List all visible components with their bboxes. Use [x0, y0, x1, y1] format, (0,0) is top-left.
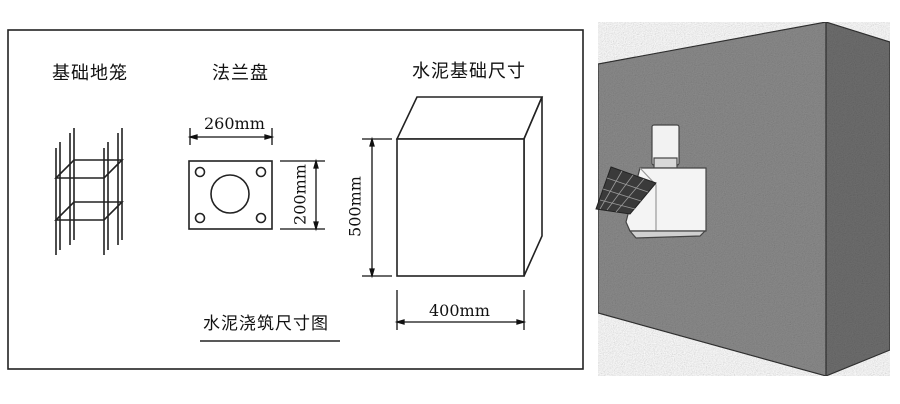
foundation-block-drawing — [395, 96, 544, 277]
foundation-label: 水泥基础尺寸 — [412, 61, 526, 82]
cage-label: 基础地笼 — [52, 63, 128, 84]
flange-width-value: 260mm — [204, 114, 265, 133]
concrete-block-render — [597, 21, 891, 377]
caption: 水泥浇筑尺寸图 — [203, 314, 329, 334]
flange-height-value: 200mm — [290, 164, 310, 225]
rebar-cage-drawing — [54, 128, 124, 255]
foundation-height-dimension — [362, 136, 392, 279]
flange-plate-drawing — [188, 160, 273, 230]
foundation-width-value: 400mm — [429, 301, 490, 320]
flange-label: 法兰盘 — [212, 63, 269, 84]
foundation-height-value: 500mm — [345, 176, 365, 237]
foundation-width-dimension — [394, 290, 527, 330]
solar-panel — [595, 166, 657, 215]
flange-width-dimension — [187, 128, 275, 145]
flange-height-dimension — [280, 158, 325, 232]
